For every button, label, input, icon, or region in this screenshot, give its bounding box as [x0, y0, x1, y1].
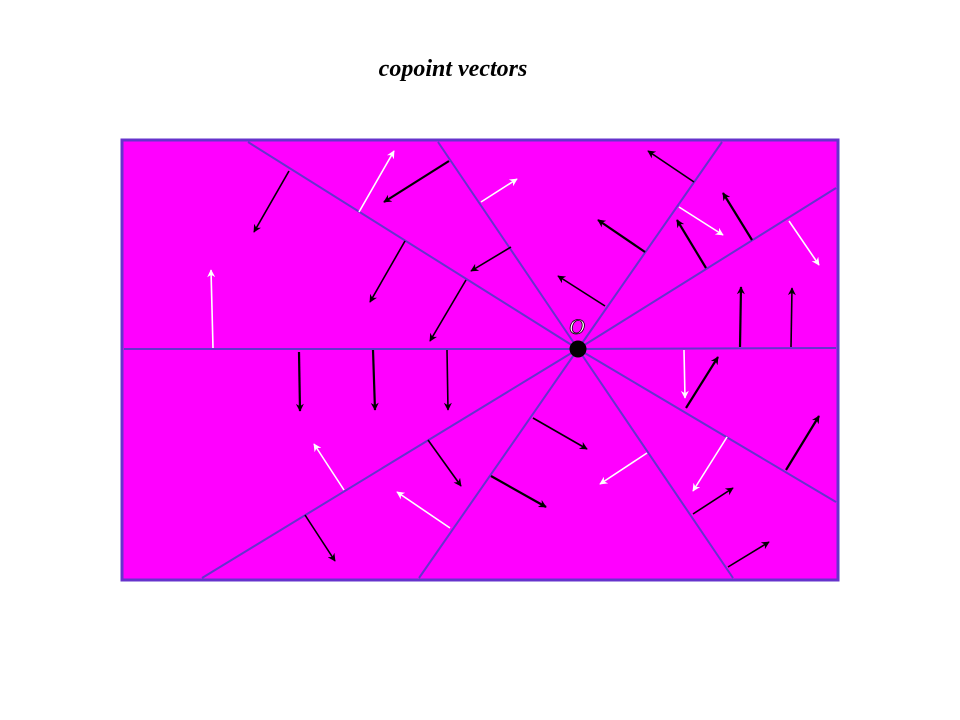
ray-lower-right-2 — [577, 348, 734, 579]
black-arrow — [785, 415, 820, 471]
white-arrow — [480, 178, 518, 203]
black-arrow — [253, 170, 290, 233]
black-arrow — [685, 356, 719, 409]
white-arrow — [358, 150, 395, 213]
white-arrow — [788, 220, 820, 266]
black-arrow — [443, 349, 452, 411]
black-arrow — [470, 246, 512, 272]
black-arrow — [304, 514, 336, 562]
white-arrow — [678, 206, 724, 236]
black-arrow — [370, 349, 379, 411]
ray-upper-left-2 — [437, 141, 579, 350]
black-arrow — [787, 287, 796, 348]
ray-lower-left-1 — [418, 348, 579, 579]
sector-rays — [124, 141, 837, 579]
black-arrow — [429, 279, 467, 342]
black-arrow — [647, 150, 695, 183]
black-arrow — [557, 275, 606, 307]
black-arrow — [490, 475, 547, 508]
slide-title: copoint vectors — [378, 56, 528, 82]
black-arrow — [383, 160, 450, 203]
white-arrow — [680, 349, 689, 399]
black-arrow — [692, 487, 734, 515]
white-arrow — [207, 269, 216, 349]
black-arrow — [736, 286, 745, 348]
black-arrow — [295, 351, 304, 412]
black-arrow — [727, 541, 770, 568]
origin-point — [569, 340, 587, 358]
white-arrow — [692, 436, 728, 492]
white-arrow — [313, 443, 345, 491]
black-arrow — [676, 219, 707, 269]
ray-lower-left-2 — [201, 348, 579, 579]
origin-label: O — [569, 314, 585, 339]
black-arrow — [722, 192, 753, 241]
white-vectors — [207, 150, 820, 529]
black-arrow — [369, 240, 406, 303]
black-arrow — [597, 219, 646, 253]
white-arrow — [599, 452, 648, 485]
ray-upper-right-1 — [577, 141, 723, 350]
black-vectors — [253, 150, 820, 568]
ray-right — [577, 347, 837, 350]
black-arrow — [427, 439, 462, 487]
ray-upper-left-1 — [247, 141, 579, 350]
black-arrow — [532, 417, 588, 450]
ray-upper-right-2 — [577, 187, 837, 350]
region-rectangle — [120, 138, 840, 582]
ray-lower-right-1 — [577, 348, 837, 503]
white-arrow — [396, 491, 451, 529]
